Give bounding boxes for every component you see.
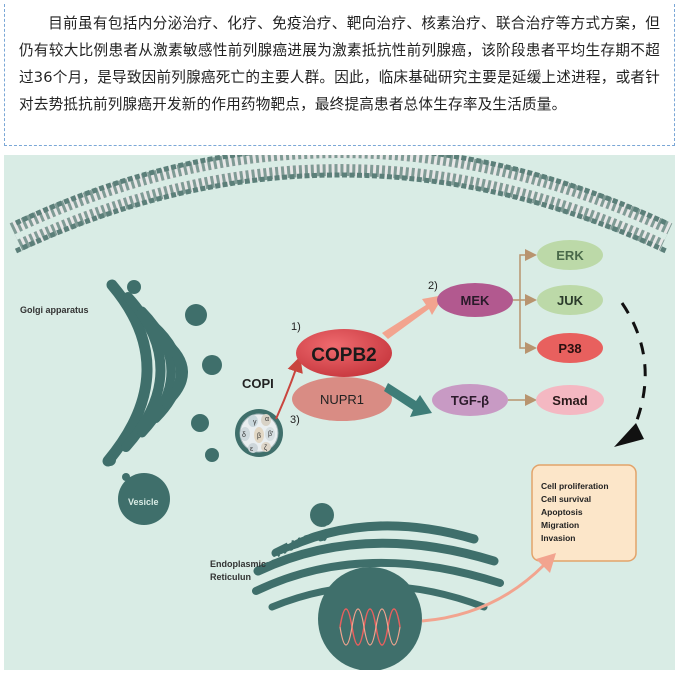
outcome-item: Cell survival: [541, 494, 591, 504]
tgfb-label: TGF-β: [451, 393, 489, 408]
outcome-item: Cell proliferation: [541, 481, 609, 491]
cell-membrane: [9, 144, 673, 254]
nucleus-to-outcome-arrow: [421, 563, 546, 623]
nucleus: [318, 567, 422, 671]
copi-subunit-delta: δ: [242, 432, 246, 439]
copi-subunit-beta-prime: β': [268, 431, 273, 438]
copb2-to-mek-arrow: [382, 295, 444, 339]
smad-label: Smad: [552, 393, 587, 408]
outcome-item: Migration: [541, 520, 579, 530]
mek-node: [437, 283, 513, 317]
outcome-box: [531, 464, 637, 562]
smad-node: [536, 385, 604, 415]
nupr1-label: NUPR1: [320, 392, 364, 407]
copb2-label: COPB2: [311, 345, 376, 366]
erk-label: ERK: [556, 248, 584, 263]
erk-node: [537, 240, 603, 270]
step-3-label: 3): [290, 414, 300, 426]
er-label-line2: Reticulun: [210, 572, 251, 582]
nupr1-to-tgfb-arrow: [384, 383, 432, 417]
copi-subunit-epsilon: ε: [250, 446, 253, 453]
copi-subunit-beta: β: [257, 433, 261, 440]
intro-paragraph: 目前虽有包括内分泌治疗、化疗、免疫治疗、靶向治疗、核素治疗、联合治疗等方式方案，…: [19, 15, 660, 113]
pathway-figure: Golgi apparatus Vesicle γ α β' δ β ε ζ C…: [4, 144, 675, 671]
copi-complex: [235, 409, 283, 457]
copi-subunit-zeta: ζ: [264, 445, 267, 452]
vesicle: [118, 473, 170, 525]
dna-strand-icon: [339, 608, 401, 646]
nucleus-to-outcome-arrowhead: [536, 553, 556, 573]
er-label-line1: Endoplasmic: [210, 559, 266, 569]
p38-node: [537, 333, 603, 363]
step-1-label: 1): [291, 321, 301, 333]
dashed-outcome-arrow: [620, 302, 647, 438]
intro-box: 目前虽有包括内分泌治疗、化疗、免疫治疗、靶向治疗、核素治疗、联合治疗等方式方案，…: [4, 4, 675, 146]
copi-label: COPI: [242, 376, 274, 391]
copi-to-copb2-arrow: [275, 356, 303, 420]
copb2-node: [296, 329, 392, 377]
juk-label: JUK: [557, 293, 584, 308]
golgi-apparatus: [102, 279, 188, 467]
tgfb-node: [432, 384, 508, 416]
juk-node: [537, 285, 603, 315]
pathway-diagram-svg: Golgi apparatus Vesicle γ α β' δ β ε ζ C…: [4, 144, 675, 671]
copi-subunit-gamma: γ: [253, 419, 257, 426]
golgi-label: Golgi apparatus: [20, 305, 89, 315]
vesicle-label: Vesicle: [128, 497, 159, 507]
mek-branch-arrows: [513, 249, 537, 354]
dna-icon: [339, 608, 401, 646]
outcome-item: Invasion: [541, 533, 575, 543]
outcome-item: Apoptosis: [541, 507, 583, 517]
p38-label: P38: [558, 341, 581, 356]
copi-subunit-alpha: α: [265, 416, 269, 423]
step-2-label: 2): [428, 280, 438, 292]
nupr1-node: [292, 377, 392, 421]
golgi-vesicles: [104, 280, 222, 481]
dashed-outcome-arrowhead: [614, 423, 644, 447]
mek-label: MEK: [461, 293, 491, 308]
small-vesicle: [310, 503, 334, 527]
